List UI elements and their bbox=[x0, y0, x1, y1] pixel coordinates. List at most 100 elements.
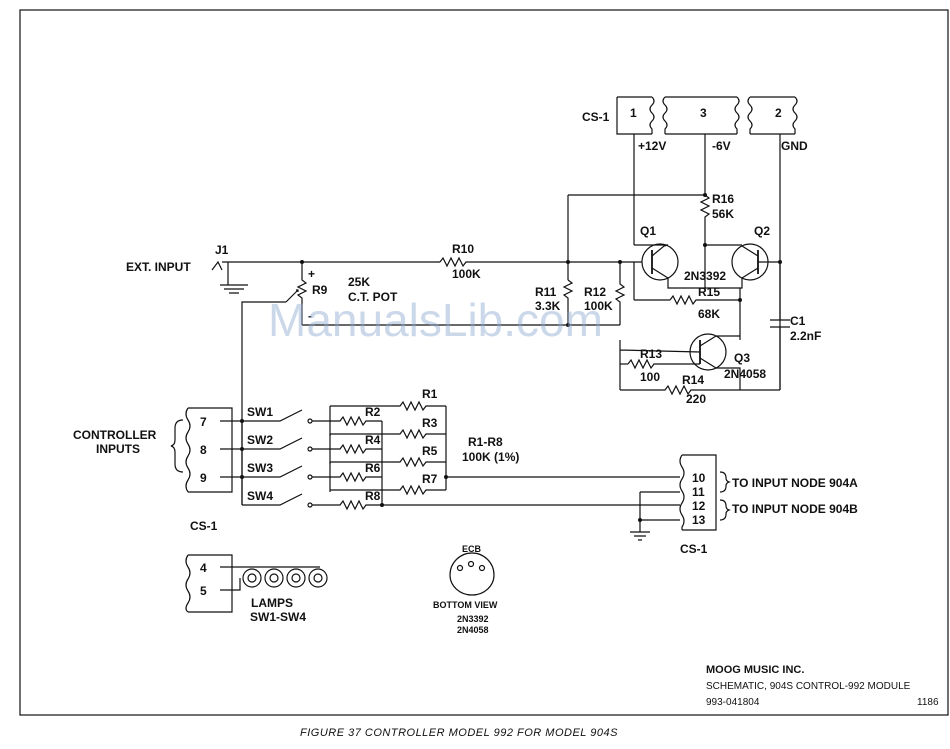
svg-text:25K: 25K bbox=[348, 275, 370, 289]
supply-plus12: +12V bbox=[638, 139, 666, 153]
supply-gnd: GND bbox=[781, 139, 808, 153]
svg-text:R12: R12 bbox=[584, 285, 606, 299]
switch-row-sw2: SW2 bbox=[220, 433, 331, 464]
svg-text:R8: R8 bbox=[365, 489, 381, 503]
svg-text:Q1: Q1 bbox=[640, 224, 656, 238]
svg-text:R4: R4 bbox=[365, 433, 381, 447]
potentiometer-r9: + - R9 25K C.T. POT bbox=[285, 260, 398, 325]
resistor-r12: R12 100K bbox=[584, 262, 626, 325]
svg-text:3.3K: 3.3K bbox=[535, 299, 561, 313]
watermark: ManualsLib.com bbox=[268, 294, 603, 346]
svg-text:CS-1: CS-1 bbox=[680, 542, 708, 556]
svg-text:R10: R10 bbox=[452, 242, 474, 256]
svg-text:TO INPUT NODE 904B: TO INPUT NODE 904B bbox=[732, 502, 858, 516]
svg-text:SW3: SW3 bbox=[247, 461, 273, 475]
lamp-2 bbox=[264, 568, 284, 588]
svg-text:R3: R3 bbox=[422, 416, 438, 430]
transistor-q1: Q1 bbox=[640, 224, 679, 281]
svg-text:R6: R6 bbox=[365, 461, 381, 475]
drawing-date: 1186 bbox=[917, 697, 939, 708]
transistor-q3: Q3 2N4058 bbox=[689, 333, 766, 381]
lamp-3 bbox=[286, 568, 306, 588]
svg-text:2N4058: 2N4058 bbox=[457, 625, 489, 635]
transistor-pinout: ECB BOTTOM VIEW 2N3392 2N4058 bbox=[433, 544, 498, 635]
resistor-r14: R14 220 bbox=[620, 373, 780, 406]
svg-text:-: - bbox=[308, 309, 312, 323]
svg-text:R16: R16 bbox=[712, 192, 734, 206]
power-pin-2: 2 bbox=[775, 106, 782, 120]
power-connector: CS-1 1 3 2 +12V -6V GND bbox=[582, 96, 808, 153]
svg-text:LAMPS: LAMPS bbox=[251, 596, 293, 610]
svg-text:BOTTOM VIEW: BOTTOM VIEW bbox=[433, 600, 498, 610]
svg-text:R1: R1 bbox=[422, 387, 438, 401]
svg-text:TO INPUT NODE 904A: TO INPUT NODE 904A bbox=[732, 476, 858, 490]
ext-input: EXT. INPUT J1 bbox=[126, 243, 248, 294]
svg-text:R9: R9 bbox=[312, 283, 328, 297]
svg-text:56K: 56K bbox=[712, 207, 734, 221]
svg-text:2.2nF: 2.2nF bbox=[790, 329, 821, 343]
power-pin-3: 3 bbox=[700, 106, 707, 120]
resistor-r13: R13 100 bbox=[627, 347, 700, 384]
svg-text:SW1: SW1 bbox=[247, 405, 273, 419]
resistor-r11: R11 3.3K bbox=[535, 279, 574, 325]
svg-text:100: 100 bbox=[640, 370, 660, 384]
svg-text:2N4058: 2N4058 bbox=[724, 367, 766, 381]
title-block: MOOG MUSIC INC. SCHEMATIC, 904S CONTROL-… bbox=[706, 664, 939, 708]
svg-text:R2: R2 bbox=[365, 405, 381, 419]
resistor-r10: R10 100K bbox=[439, 242, 568, 281]
svg-text:11: 11 bbox=[692, 485, 705, 499]
lamp-1 bbox=[242, 568, 262, 588]
svg-text:R14: R14 bbox=[682, 373, 704, 387]
svg-text:C.T. POT: C.T. POT bbox=[348, 290, 398, 304]
resistor-r16: R16 56K bbox=[699, 192, 734, 245]
switch-row-sw1: SW1 bbox=[220, 405, 331, 436]
svg-text:Q3: Q3 bbox=[734, 351, 750, 365]
svg-text:9: 9 bbox=[200, 471, 207, 485]
company-name: MOOG MUSIC INC. bbox=[706, 664, 804, 676]
controller-connector: CONTROLLER INPUTS 7 8 9 CS-1 bbox=[73, 407, 233, 533]
svg-text:5: 5 bbox=[200, 584, 207, 598]
drawing-title: SCHEMATIC, 904S CONTROL-992 MODULE bbox=[706, 681, 911, 692]
svg-text:R11: R11 bbox=[535, 285, 557, 299]
jack-j1: J1 bbox=[215, 243, 229, 257]
svg-text:12: 12 bbox=[692, 499, 706, 513]
svg-text:+: + bbox=[308, 267, 315, 281]
svg-text:10: 10 bbox=[692, 471, 706, 485]
drawing-number: 993-041804 bbox=[706, 697, 760, 708]
power-connector-label: CS-1 bbox=[582, 110, 610, 124]
drawing-frame bbox=[19, 9, 949, 716]
output-connector: 10 11 12 13 CS-1 TO INPUT NODE 904A TO I… bbox=[679, 454, 858, 556]
svg-text:R15: R15 bbox=[698, 285, 720, 299]
svg-text:8: 8 bbox=[200, 443, 207, 457]
svg-text:100K: 100K bbox=[584, 299, 613, 313]
svg-text:R7: R7 bbox=[422, 472, 438, 486]
resistor-r15: R15 68K bbox=[669, 285, 740, 321]
svg-text:SW1-SW4: SW1-SW4 bbox=[250, 610, 306, 624]
svg-text:CONTROLLER: CONTROLLER bbox=[73, 428, 157, 442]
svg-text:13: 13 bbox=[692, 513, 706, 527]
figure-caption: FIGURE 37 CONTROLLER MODEL 992 FOR MODEL… bbox=[300, 727, 618, 739]
svg-text:SW2: SW2 bbox=[247, 433, 273, 447]
svg-text:100K: 100K bbox=[452, 267, 481, 281]
lamp-4 bbox=[308, 568, 328, 588]
capacitor-c1: C1 2.2nF bbox=[770, 262, 821, 390]
resistor-note-1: R1-R8 bbox=[468, 435, 503, 449]
svg-text:68K: 68K bbox=[698, 307, 720, 321]
svg-text:SW4: SW4 bbox=[247, 489, 273, 503]
svg-text:ECB: ECB bbox=[462, 544, 482, 554]
svg-text:R5: R5 bbox=[422, 444, 438, 458]
svg-text:Q2: Q2 bbox=[754, 224, 770, 238]
lamps: 4 5 LAMPS SW1-SW4 bbox=[185, 554, 328, 624]
resistor-ladder: R1 R3 R5 R7 R2 R4 R6 R8 bbox=[330, 387, 448, 511]
power-pin-1: 1 bbox=[630, 106, 637, 120]
resistor-note-2: 100K (1%) bbox=[462, 450, 519, 464]
transistor-q2: Q2 bbox=[731, 224, 770, 281]
switch-row-sw3: SW3 bbox=[220, 461, 331, 492]
svg-text:CS-1: CS-1 bbox=[190, 519, 218, 533]
svg-text:C1: C1 bbox=[790, 314, 806, 328]
svg-text:7: 7 bbox=[200, 415, 207, 429]
svg-text:R13: R13 bbox=[640, 347, 662, 361]
switch-row-sw4: SW4 bbox=[242, 489, 330, 508]
svg-text:INPUTS: INPUTS bbox=[96, 442, 140, 456]
